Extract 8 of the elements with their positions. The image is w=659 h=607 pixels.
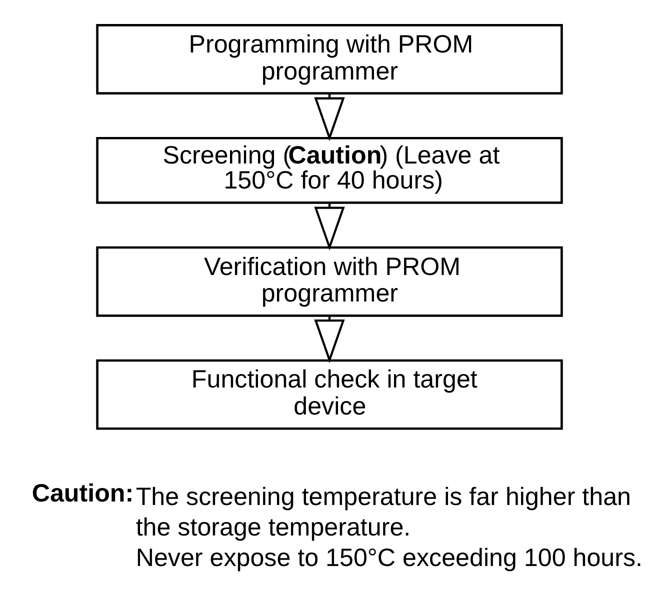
label: Never expose to 150°C exceeding 100 hours. [136,544,642,572]
node-box: Programming with PROM programmer [96,24,563,94]
arrow [314,202,345,250]
label: The screening temperature is far higher than the storage temperature. [136,482,632,542]
node-box: Verification with PROM programmer [96,246,563,316]
node-box: Screening (Caution) (Leave at 150°C for 40 hours) [96,136,563,204]
node-box: Functional check in target device [96,358,563,430]
label: Caution: [32,479,134,508]
